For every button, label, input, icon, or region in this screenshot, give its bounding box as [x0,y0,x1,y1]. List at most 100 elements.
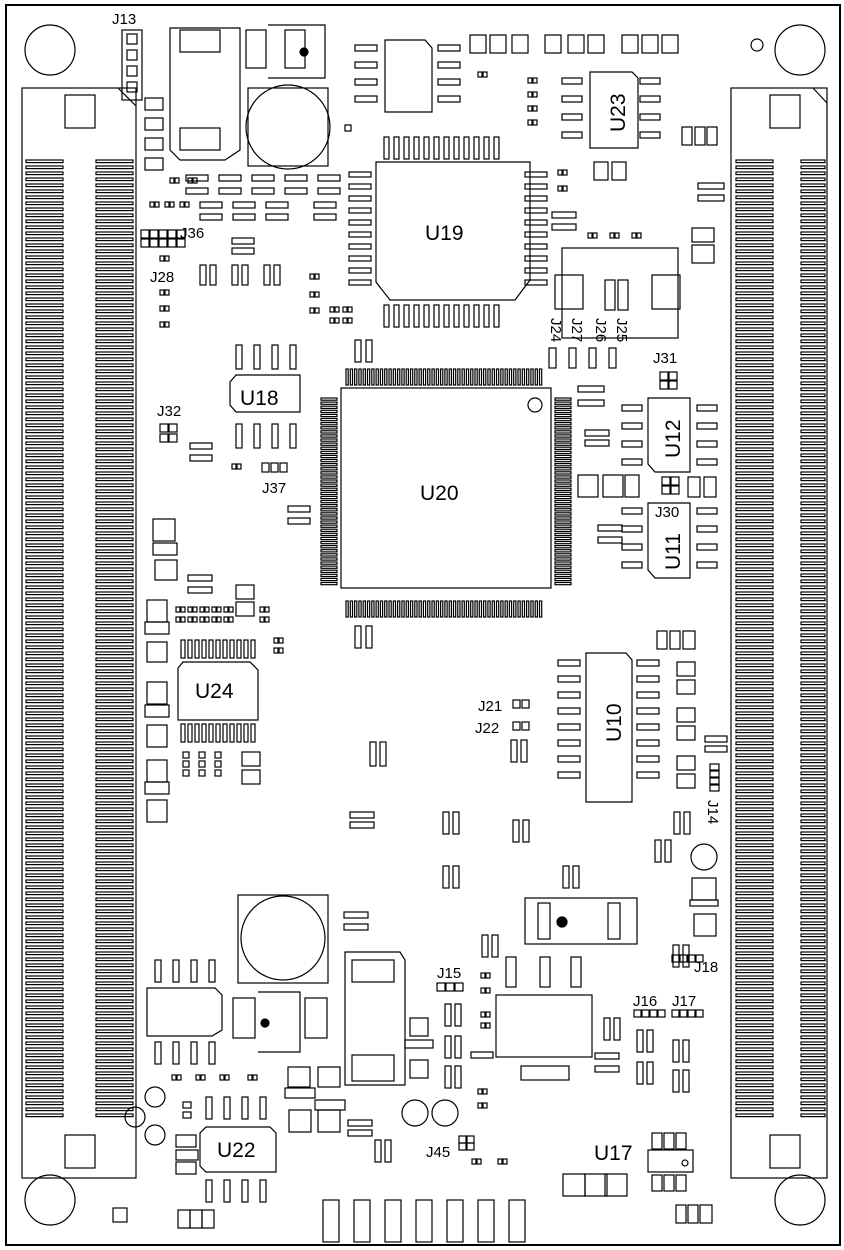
header-pin [709,763,720,771]
ic-pin [289,423,297,449]
connector-pin [800,795,826,800]
connector-pin [800,723,826,728]
connector-pin [800,921,826,926]
connector-pin [735,543,774,548]
ic-pin [433,136,440,160]
connector-pin [25,717,64,722]
connector-pin [800,909,826,914]
header-pin [641,1009,650,1018]
pad [287,1066,311,1088]
connector-pin [95,519,134,524]
ic-pin [409,368,414,386]
ic-pin [554,409,572,414]
connector-pin [800,1011,826,1016]
label-u22: U22 [217,1139,256,1162]
pad [442,865,450,889]
connector-pin [95,1107,134,1112]
ic-pin [530,368,534,386]
ic-pin [530,600,534,618]
ic-pin [320,557,338,561]
pad [611,161,627,181]
ic-outline [384,39,433,113]
ic-pin [320,475,338,479]
connector-pin [735,1089,774,1094]
ic-pin [554,413,572,418]
pad [241,769,261,785]
pad [639,95,661,103]
connector-pin [735,783,774,788]
ic-pin [495,368,500,386]
ic-pin [187,639,193,659]
connector-pin [800,651,826,656]
connector-pin [735,903,774,908]
ic-pin [236,723,242,743]
connector-pin [95,207,134,212]
connector-pin [95,981,134,986]
connector-pin [25,1005,64,1010]
ic-pin [393,136,400,160]
ic-pin [524,195,548,202]
pad [384,1139,392,1163]
ic-pin [409,600,414,618]
connector-pin [95,453,134,458]
inductor [344,951,406,1086]
connector-pin [95,321,134,326]
connector-pin [735,315,774,320]
ic-pin [229,639,235,659]
connector-pin [735,849,774,854]
ic-pin [554,487,572,492]
ic-pin [358,368,362,386]
connector-pin [800,273,826,278]
connector-pin [800,861,826,866]
ic-pin [405,600,410,618]
ic-pin [491,368,496,386]
pad [557,771,581,779]
pad [561,95,583,103]
connector-pin [800,693,826,698]
ic-pin [320,426,338,430]
connector-pin [25,183,64,188]
connector-pin [800,807,826,812]
label-j16: J16 [633,993,657,1010]
ic-pin [554,536,572,541]
connector-pin [800,189,826,194]
pad [691,227,715,243]
connector-pin [800,405,826,410]
connector-pin [25,585,64,590]
connector-pin [735,957,774,962]
connector-pin [800,939,826,944]
pad [189,454,213,462]
connector-pin [25,777,64,782]
ic-pin [320,463,338,467]
connector-pin [735,429,774,434]
resistor-pad [175,616,181,623]
ic-pin [243,723,249,743]
connector-pin [735,1107,774,1112]
pad [696,507,718,515]
ic-pin [397,600,401,618]
connector-pin [800,543,826,548]
connector-pin [735,891,774,896]
connector-pin [800,381,826,386]
connector-pin [735,993,774,998]
connector-pin [95,387,134,392]
pad [154,559,178,581]
ic-pin [513,600,517,618]
header-pin [270,462,279,473]
connector-pin [800,429,826,434]
connector-pin [800,1059,826,1064]
connector-pin [25,819,64,824]
connector-pin [95,735,134,740]
connector-pin [735,969,774,974]
pad [185,174,209,182]
pad [672,1039,680,1063]
ic-pin [495,600,500,618]
pad [676,707,696,723]
connector-pin [735,585,774,590]
board-outline [5,4,841,1246]
connector-pin [735,711,774,716]
connector-pin [800,759,826,764]
ic-pin [413,304,420,328]
connector-pin [735,1005,774,1010]
ic-pin [243,639,249,659]
